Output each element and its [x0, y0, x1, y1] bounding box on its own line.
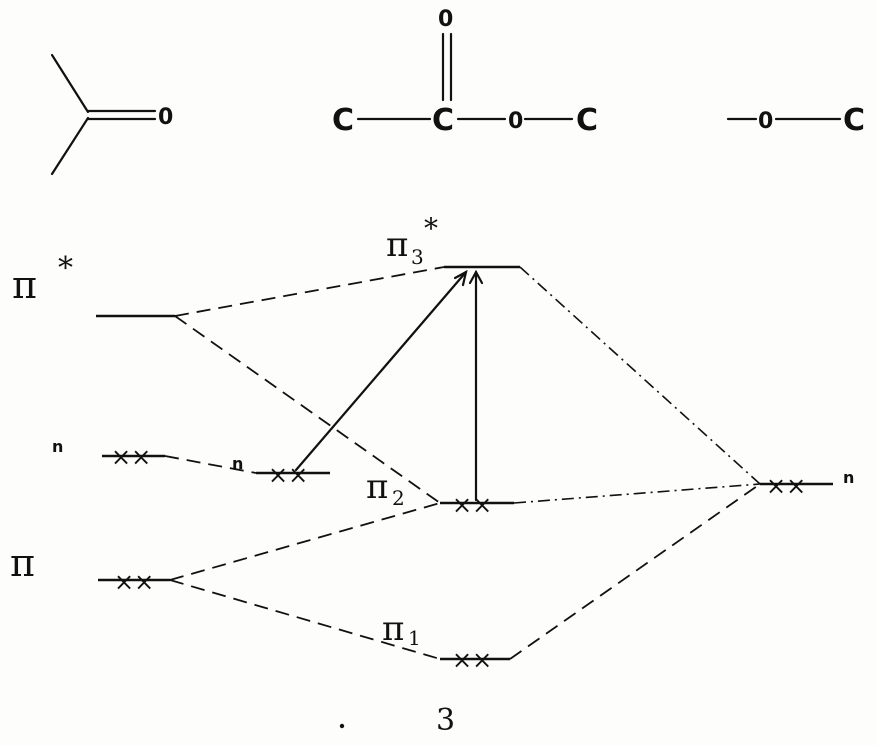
pi1-label: π: [382, 609, 404, 649]
pi-star-superscript: *: [58, 251, 73, 286]
pi2-label: π: [366, 467, 388, 507]
ketone-oxygen: 0: [158, 105, 173, 130]
level-pi1: π 1 ××: [382, 609, 510, 674]
corr-pi-to-pi1: [169, 579, 441, 660]
pi-label: π: [10, 541, 35, 585]
pi3-star-superscript: *: [424, 212, 438, 245]
ester-structure: 0 C C 0 C: [332, 7, 598, 138]
ketone-structure: 0: [50, 53, 173, 176]
footer-dot: [339, 723, 345, 729]
n-left-label: n: [52, 437, 63, 456]
ester-carbon-1: C: [332, 103, 354, 138]
ester-carbon-2: C: [432, 103, 454, 138]
corr-pistar-to-pi3: [174, 266, 445, 317]
ether-oxygen: 0: [758, 109, 773, 134]
level-pi2: π 2 ××: [366, 467, 514, 519]
correlation-lines: [164, 266, 761, 660]
corr-pi3-to-n-right: [519, 266, 761, 485]
corr-n-left-to-n-mid: [164, 455, 257, 474]
n-right-electrons: ××: [766, 472, 806, 500]
pi-star-label: π: [12, 263, 37, 307]
ketone-bond-lower: [50, 116, 90, 176]
arrowhead-n-transition: [453, 269, 468, 287]
corr-pi-to-pi2: [169, 502, 441, 581]
pi3-star-subscript: 3: [411, 245, 424, 269]
ether-carbon: C: [843, 103, 865, 138]
corr-pi1-to-n-right: [509, 483, 761, 660]
level-pi3-star: π 3 *: [386, 212, 520, 269]
n-mid-electrons: ××: [268, 461, 308, 489]
ester-ether-oxygen: 0: [508, 109, 523, 134]
level-n-mid: n ××: [232, 454, 330, 489]
page-footer: 3: [339, 703, 455, 738]
ether-structure: 0 C: [726, 103, 865, 138]
level-pi-left: π ××: [10, 541, 170, 596]
corr-pistar-to-pi2: [174, 315, 441, 504]
level-pi-star-left: π *: [12, 251, 175, 318]
level-n-right: ×× n: [760, 468, 854, 500]
page-number: 3: [436, 703, 455, 738]
arrowhead-pi-transition: [468, 269, 484, 285]
corr-pi2-to-n-right: [513, 483, 761, 504]
pi1-subscript: 1: [408, 626, 421, 650]
level-n-left: n ××: [52, 437, 165, 471]
ketone-bond-upper: [50, 53, 90, 114]
transition-arrows: [294, 269, 484, 502]
n-left-electrons: ××: [111, 443, 151, 471]
pi1-electrons: ××: [452, 646, 492, 674]
n-right-label: n: [843, 468, 854, 487]
pi-electrons: ××: [114, 568, 154, 596]
transition-n-to-pi3-star: [294, 270, 468, 472]
ester-carbonyl-oxygen: 0: [438, 7, 453, 32]
ester-carbon-3: C: [576, 103, 598, 138]
pi2-subscript: 2: [392, 486, 405, 510]
pi3-star-label: π: [386, 225, 408, 265]
n-mid-label: n: [232, 454, 243, 473]
pi2-electrons: ××: [452, 491, 492, 519]
